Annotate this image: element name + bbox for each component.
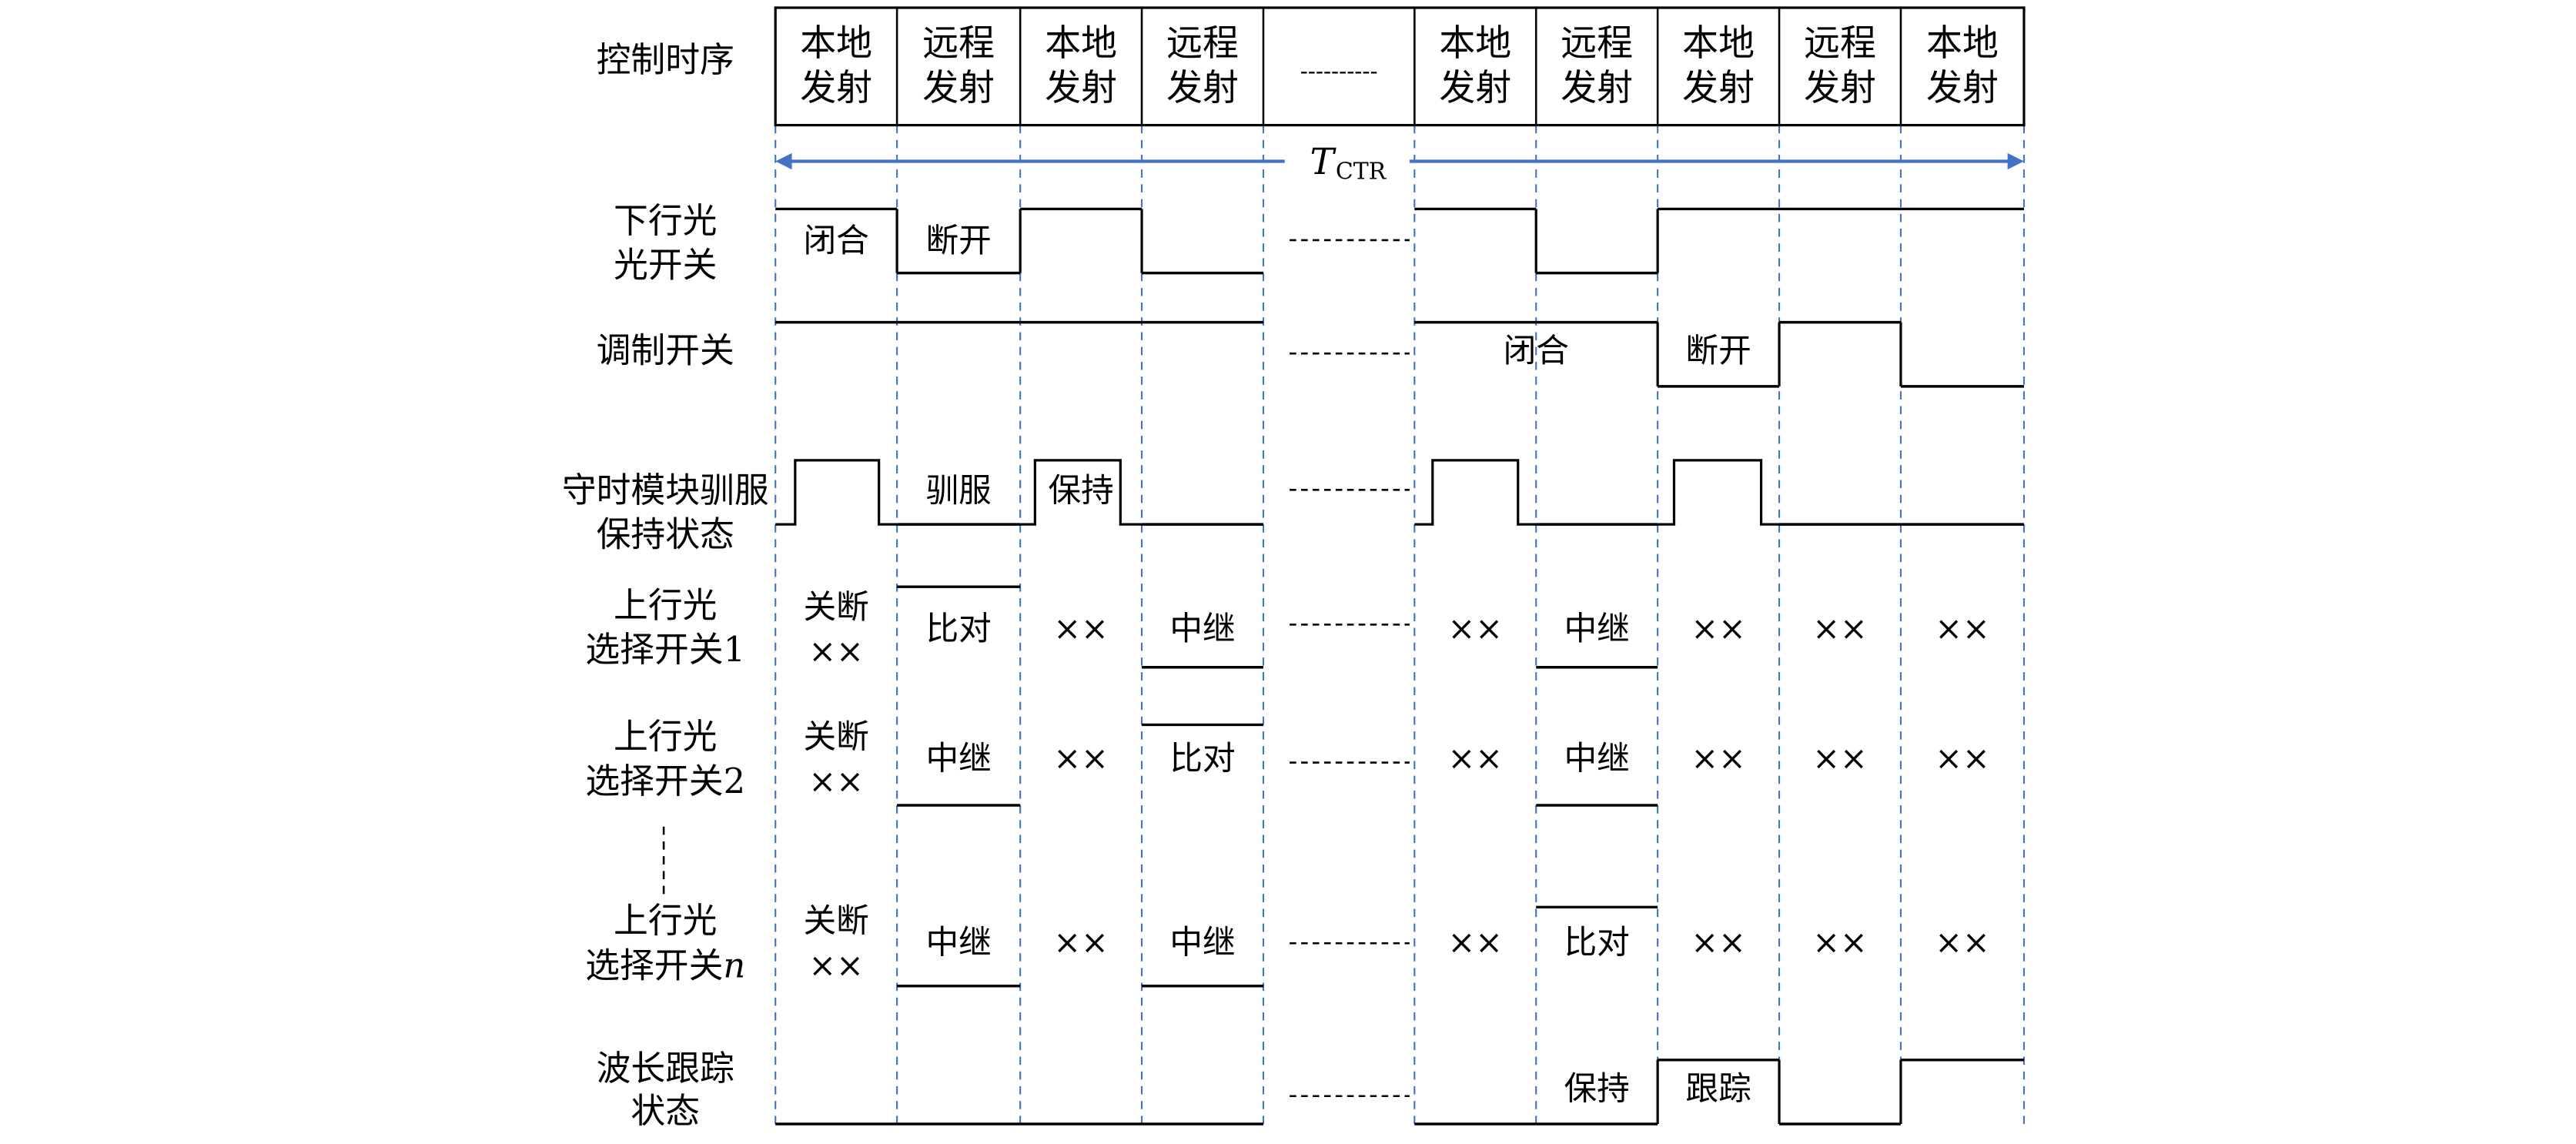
period-subscript: CTR (1336, 158, 1387, 185)
slot-state-label: ×× (1812, 923, 1867, 962)
slot-state-label: ×× (1053, 739, 1108, 778)
header-slot-label: 远程 (1561, 22, 1633, 65)
header-slot-label: 发射 (1045, 67, 1117, 109)
row-label-index: n (723, 945, 745, 985)
row-label: 上行光 (614, 584, 717, 625)
header-slot-label: 发射 (1926, 67, 1999, 109)
header-slot-label: 发射 (1682, 67, 1755, 109)
slot-state-label: 中继 (1169, 610, 1235, 648)
slot-state-label: ×× (808, 633, 863, 671)
slot-state-label: ×× (808, 946, 863, 985)
slot-state-label: 保持 (1564, 1069, 1630, 1108)
row-label-part: 选择开关 (585, 945, 723, 985)
row-label: 波长跟踪 (597, 1048, 734, 1089)
slot-state-label: ×× (1812, 610, 1867, 648)
waveform-pulse (1658, 459, 1780, 526)
slot-state-label: ×× (1691, 610, 1745, 648)
row-label: 上行光 (614, 716, 717, 757)
slot-state-label: 比对 (1169, 739, 1235, 778)
row-label: 选择开关2 (585, 761, 745, 801)
signal-rows: 下行光光开关闭合断开调制开关闭合断开守时模块驯服保持状态驯服保持上行光选择开关1… (562, 200, 2025, 1132)
slot-state-label: 中继 (1564, 610, 1630, 648)
slot-state-label: 断开 (1685, 332, 1751, 370)
header-slot-label: 发射 (1804, 67, 1876, 109)
waveform-pulse (775, 459, 898, 526)
header-slot-label: 发射 (800, 67, 872, 109)
period-symbol: T (1310, 141, 1337, 183)
row-label: 保持状态 (597, 514, 734, 555)
row-label: 选择开关n (585, 945, 745, 985)
slot-state-label: ×× (1691, 923, 1745, 962)
row-label: 守时模块驯服 (562, 470, 769, 510)
slot-state-label: ×× (1053, 610, 1108, 648)
header-slot-label: 本地 (800, 22, 872, 65)
header-slot-label: 远程 (1804, 22, 1876, 65)
header-slot-label: 发射 (1166, 67, 1239, 109)
period-label-bg (1284, 141, 1410, 185)
row-label: 下行光 (614, 200, 717, 241)
row-label: 调制开关 (597, 330, 734, 371)
header-slot-label: 远程 (1166, 22, 1239, 65)
header-slot-label: 发射 (1561, 67, 1633, 109)
waveform-pulse (1020, 459, 1142, 526)
slot-state-label: 中继 (925, 923, 991, 962)
header-slot-label: 发射 (922, 67, 995, 109)
slot-state-label: 驯服 (925, 472, 991, 510)
slot-state-label: ×× (1935, 739, 1989, 778)
slot-state-label: ×× (1812, 739, 1867, 778)
control-sequence-header: 控制时序本地发射远程发射本地发射远程发射----------本地发射远程发射本地… (597, 6, 2026, 127)
slot-state-label: 中继 (925, 739, 991, 778)
header-slot-label: 本地 (1439, 22, 1511, 65)
arrow-right-head (2007, 152, 2024, 170)
slot-state-label: 断开 (925, 222, 991, 260)
arrow-left-head (775, 152, 792, 170)
slot-state-label: ×× (1448, 739, 1503, 778)
slot-state-label: 闭合 (804, 222, 869, 260)
slot-state-label: ×× (1053, 923, 1108, 962)
slot-state-label: ×× (808, 762, 863, 801)
slot-state-label: 比对 (1564, 923, 1630, 962)
header-frame (774, 6, 2026, 127)
header-gap-marker: ---------- (1300, 58, 1378, 85)
slot-state-label: 保持 (1048, 472, 1113, 510)
slot-state-label: 比对 (925, 610, 991, 648)
slot-state-label: 关断 (804, 588, 869, 627)
header-slot-label: 本地 (1045, 22, 1117, 65)
row-label-control-sequence: 控制时序 (597, 39, 734, 80)
slot-state-label: ×× (1691, 739, 1745, 778)
header-slot-label: 远程 (922, 22, 995, 65)
header-slot-label: 本地 (1682, 22, 1755, 65)
slot-state-label: ×× (1935, 923, 1989, 962)
slot-state-label: ×× (1448, 610, 1503, 648)
row-label: 选择开关1 (585, 629, 745, 670)
waveform-pulse (1414, 459, 1537, 526)
header-slot-label: 本地 (1926, 22, 1999, 65)
row-label: 光开关 (614, 245, 717, 286)
slot-state-label: ×× (1935, 610, 1989, 648)
slot-state-label: 中继 (1169, 923, 1235, 962)
slot-state-label: 关断 (804, 902, 869, 941)
slot-state-label: 闭合 (1504, 332, 1569, 370)
slot-state-label: 中继 (1564, 739, 1630, 778)
slot-guide-lines (774, 125, 2026, 1124)
row-modulation-switch: 调制开关 闭合 断开 (597, 320, 2025, 388)
row-label: 状态 (631, 1091, 700, 1132)
header-slot-label: 发射 (1439, 67, 1511, 109)
slot-state-label: 关断 (804, 718, 869, 757)
slot-state-label: 跟踪 (1685, 1069, 1751, 1108)
slot-state-label: ×× (1448, 923, 1503, 962)
row-label: 上行光 (614, 900, 717, 941)
